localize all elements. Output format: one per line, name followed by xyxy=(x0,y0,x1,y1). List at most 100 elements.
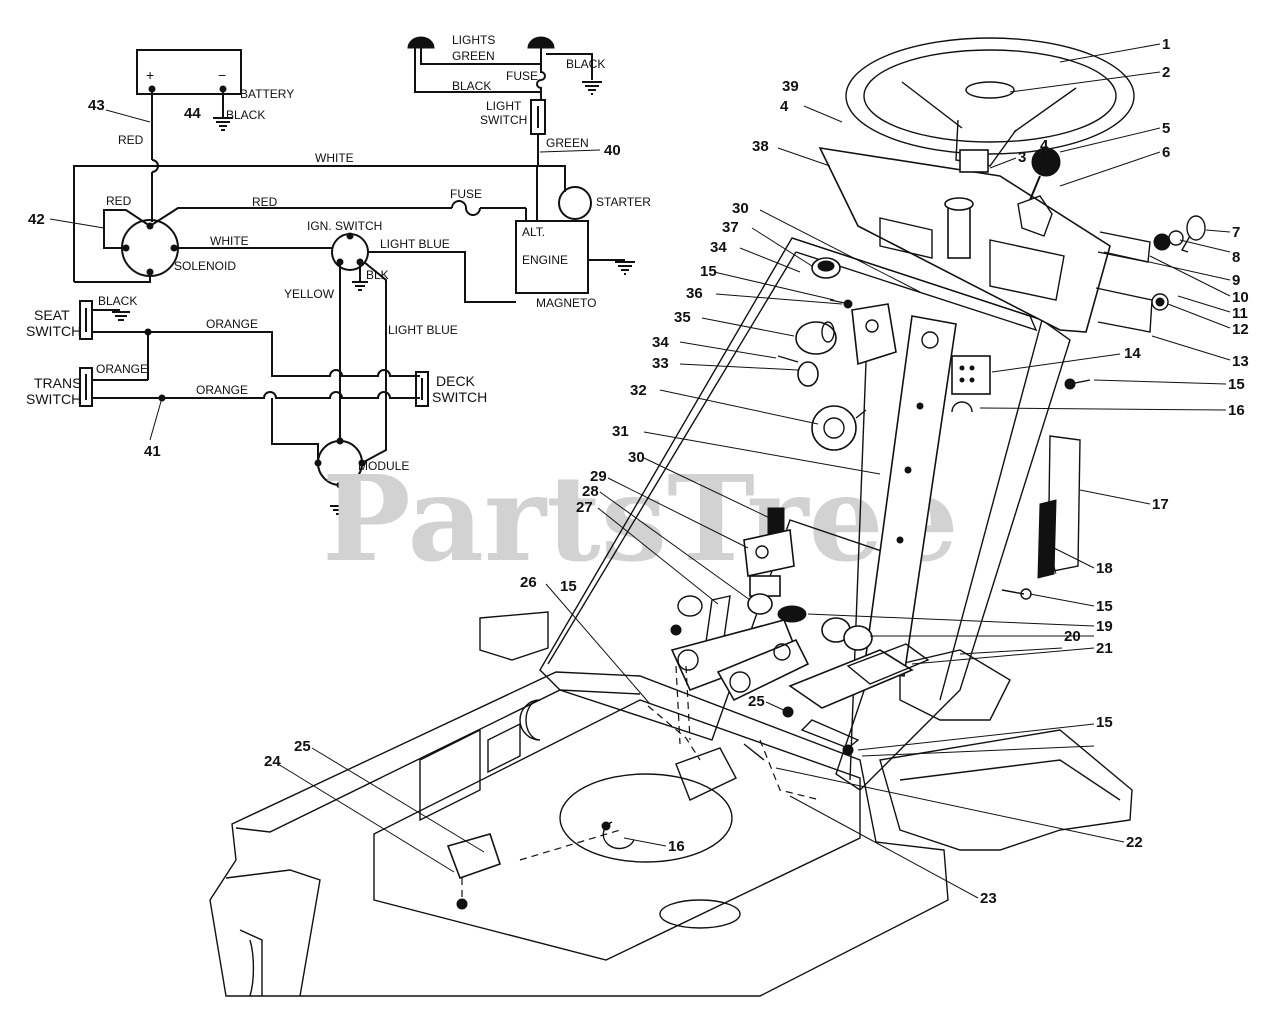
wire-label-black: BLACK xyxy=(98,294,137,308)
battery-minus: − xyxy=(218,67,226,83)
ref-43: 43 xyxy=(88,97,105,114)
seat-switch-symbol xyxy=(79,300,93,340)
deck-switch-symbol xyxy=(415,371,429,407)
light-switch-label-1: LIGHT xyxy=(486,99,522,113)
ref-42: 42 xyxy=(28,211,45,228)
nut-icon xyxy=(1153,233,1171,251)
seat-switch-box xyxy=(446,833,502,880)
part-number-34a: 34 xyxy=(710,239,727,256)
ref-40: 40 xyxy=(604,142,621,159)
wire-label-orange: ORANGE xyxy=(196,383,248,397)
leader-lines xyxy=(277,43,1231,899)
part-number-23: 23 xyxy=(980,890,997,907)
light-bulb-icon xyxy=(407,36,435,49)
pedal-spring xyxy=(1037,499,1057,579)
part-number-12: 12 xyxy=(1232,321,1249,338)
part-numbers: 1 2 3 4 4 5 6 7 8 9 10 11 12 13 14 15 16… xyxy=(264,36,1249,907)
chassis-frame xyxy=(209,671,949,997)
wire-label-red-right: RED xyxy=(252,195,278,209)
ground-icon xyxy=(352,281,368,291)
ground-icon xyxy=(330,505,350,519)
part-number-14: 14 xyxy=(1124,345,1141,362)
part-number-22: 22 xyxy=(1126,834,1143,851)
part-number-15c: 15 xyxy=(1096,714,1113,731)
trans-switch-label-1: TRANS xyxy=(34,375,81,391)
switch-body xyxy=(795,321,837,355)
starter-symbol xyxy=(558,186,592,220)
watermark: PartsTree xyxy=(322,449,959,588)
engine-label: ENGINE xyxy=(522,253,568,267)
wire-label-orange: ORANGE xyxy=(96,362,148,376)
part-number-13: 13 xyxy=(1232,353,1249,370)
collar xyxy=(797,361,819,387)
wire-label-black: BLACK xyxy=(566,57,605,71)
part-number-24: 24 xyxy=(264,753,281,770)
key-icon xyxy=(1180,215,1206,253)
part-number-16a: 16 xyxy=(1228,402,1245,419)
part-number-30a: 30 xyxy=(732,200,749,217)
wire-label-green: GREEN xyxy=(452,49,495,63)
wire-label-white-top: WHITE xyxy=(315,151,354,165)
battery-label: BATTERY xyxy=(240,87,294,101)
ignition-switch xyxy=(811,405,857,451)
wire-label-light-blue: LIGHT BLUE xyxy=(380,237,450,251)
part-number-8: 8 xyxy=(1232,249,1240,266)
deck-switch-label-2: SWITCH xyxy=(432,389,487,405)
trans-switch-symbol xyxy=(79,367,93,407)
deck-switch-label-1: DECK xyxy=(436,373,476,389)
part-number-1: 1 xyxy=(1162,36,1170,53)
steering-wheel xyxy=(845,37,1135,173)
wire-label-green: GREEN xyxy=(546,136,589,150)
part-number-16b: 16 xyxy=(668,838,685,855)
part-number-4a: 4 xyxy=(780,98,789,115)
part-number-6: 6 xyxy=(1162,144,1170,161)
spring xyxy=(777,605,807,623)
part-number-37: 37 xyxy=(722,219,739,236)
part-number-15e: 15 xyxy=(560,578,577,595)
part-number-15a: 15 xyxy=(1228,376,1245,393)
light-bulb-icon xyxy=(527,36,555,49)
part-number-2: 2 xyxy=(1162,64,1170,81)
part-number-29: 29 xyxy=(590,468,607,485)
ref-44: 44 xyxy=(184,105,201,122)
part-number-27: 27 xyxy=(576,499,593,516)
part-number-18: 18 xyxy=(1096,560,1113,577)
throttle-knob xyxy=(1031,147,1061,177)
wire-label-white: WHITE xyxy=(210,234,249,248)
part-number-33: 33 xyxy=(652,355,669,372)
trans-switch-label-2: SWITCH xyxy=(26,391,81,407)
ground-icon xyxy=(615,261,635,275)
floor-opening xyxy=(559,773,733,863)
ground-icon xyxy=(582,81,602,95)
mount-plate xyxy=(788,649,914,709)
part-number-9: 9 xyxy=(1232,272,1240,289)
part-number-20: 20 xyxy=(1064,628,1081,645)
wire-label-black: BLACK xyxy=(226,108,265,122)
ground-icon xyxy=(112,311,130,321)
seat-switch-label-2: SWITCH xyxy=(26,323,81,339)
part-number-25b: 25 xyxy=(748,693,765,710)
light-switch-label-2: SWITCH xyxy=(480,113,527,127)
wiring-schematic: + − BATTERY BLACK 44 RED 43 WHITE SOLENO… xyxy=(26,33,651,519)
part-number-35: 35 xyxy=(674,309,691,326)
fuse-top-label: FUSE xyxy=(506,69,538,83)
part-number-32: 32 xyxy=(630,382,647,399)
part-number-10: 10 xyxy=(1232,289,1249,306)
module-label: MODULE xyxy=(358,459,409,473)
starter-label: STARTER xyxy=(596,195,651,209)
part-number-30b: 30 xyxy=(628,449,645,466)
part-number-4b: 4 xyxy=(1040,137,1049,154)
part-number-26: 26 xyxy=(520,574,537,591)
battery-plus: + xyxy=(146,67,154,83)
part-number-15b: 15 xyxy=(1096,598,1113,615)
steering-column xyxy=(947,203,971,259)
part-number-3: 3 xyxy=(1018,149,1026,166)
part-number-19: 19 xyxy=(1096,618,1113,635)
part-number-21: 21 xyxy=(1096,640,1113,657)
part-number-39: 39 xyxy=(782,78,799,95)
ground-icon xyxy=(213,117,233,131)
part-number-28: 28 xyxy=(582,483,599,500)
engine-block xyxy=(515,220,589,294)
part-number-34b: 34 xyxy=(652,334,669,351)
